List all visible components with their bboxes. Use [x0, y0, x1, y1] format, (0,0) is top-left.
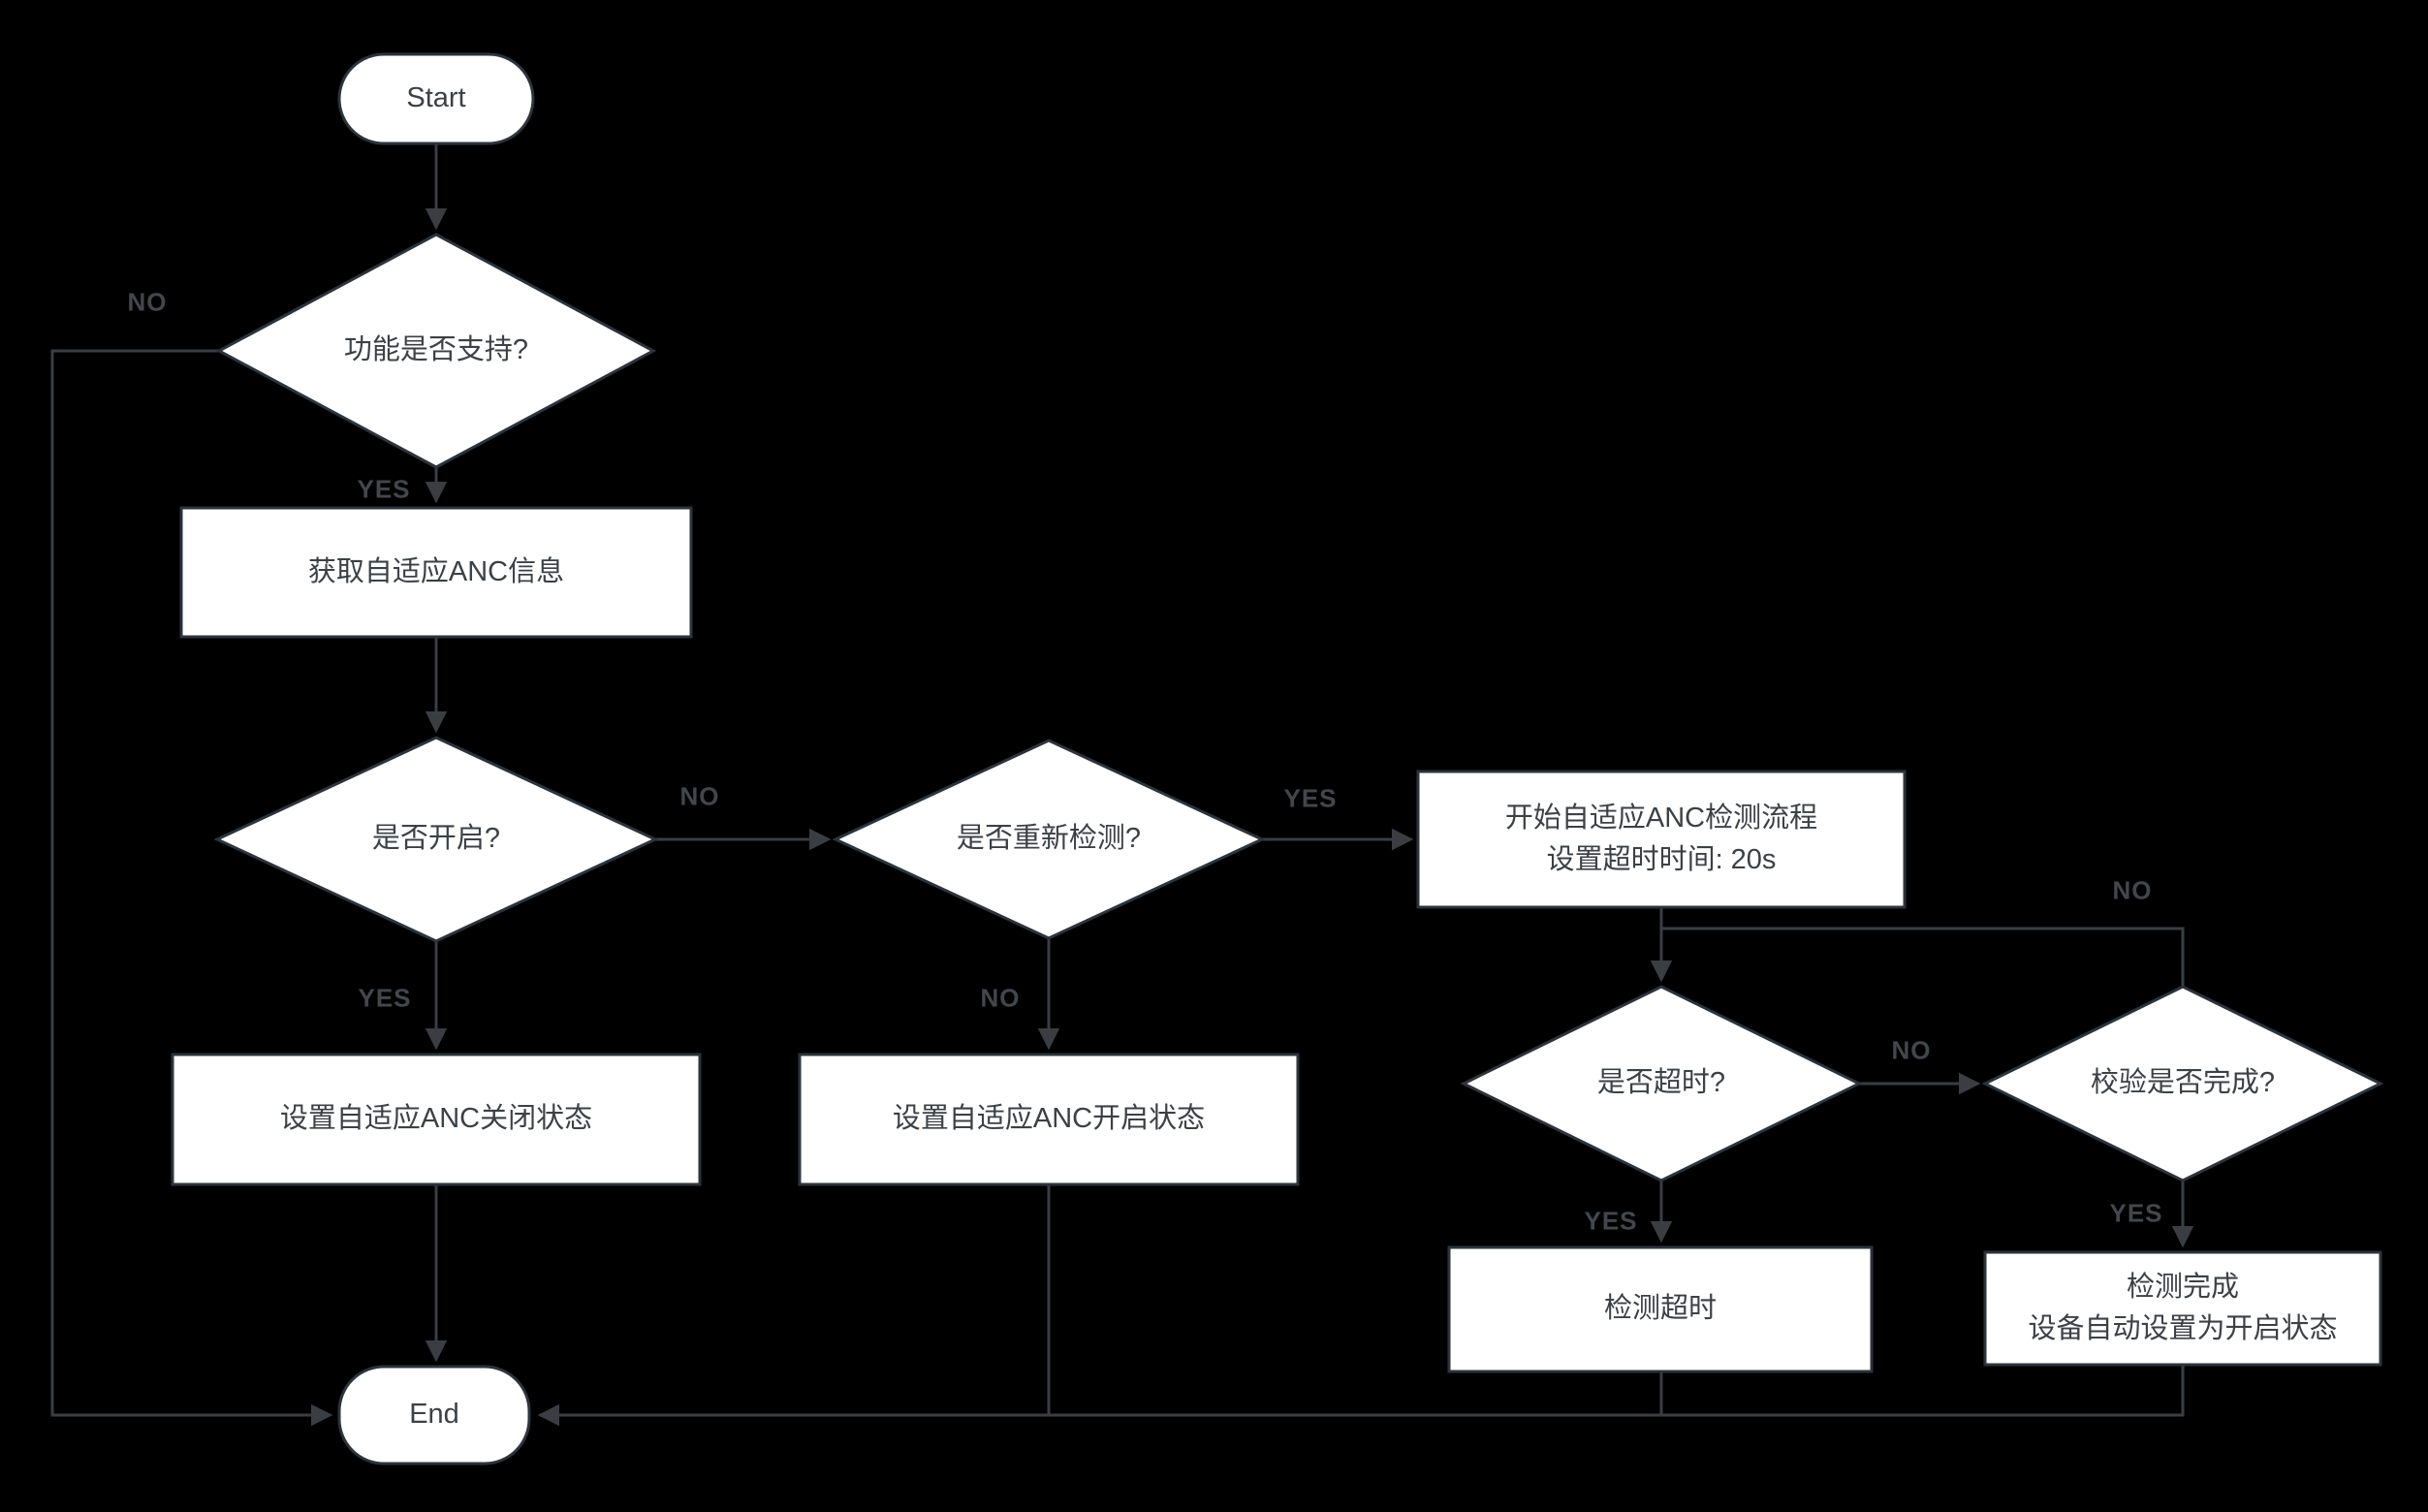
edge-d5-no-loop: [1661, 927, 2185, 987]
decision-re-detect: [832, 739, 1266, 940]
edge-r6-end: [537, 1365, 2185, 1427]
decision-verify-complete: [1981, 985, 2384, 1182]
decision-feature-supported: [215, 233, 657, 469]
process-detect-timeout: [1447, 1245, 1874, 1373]
process-detect-complete: [1983, 1250, 2382, 1367]
decision-is-enabled: [213, 736, 659, 943]
process-start-detection: [1416, 770, 1907, 909]
process-set-anc-on: [798, 1053, 1300, 1186]
process-get-anc-info: [179, 506, 693, 639]
end-node: [337, 1365, 531, 1465]
edge-d1-no-end: [50, 349, 333, 1427]
start-node: [337, 52, 535, 145]
decision-is-timeout: [1460, 985, 1863, 1182]
process-set-anc-off: [171, 1053, 702, 1186]
